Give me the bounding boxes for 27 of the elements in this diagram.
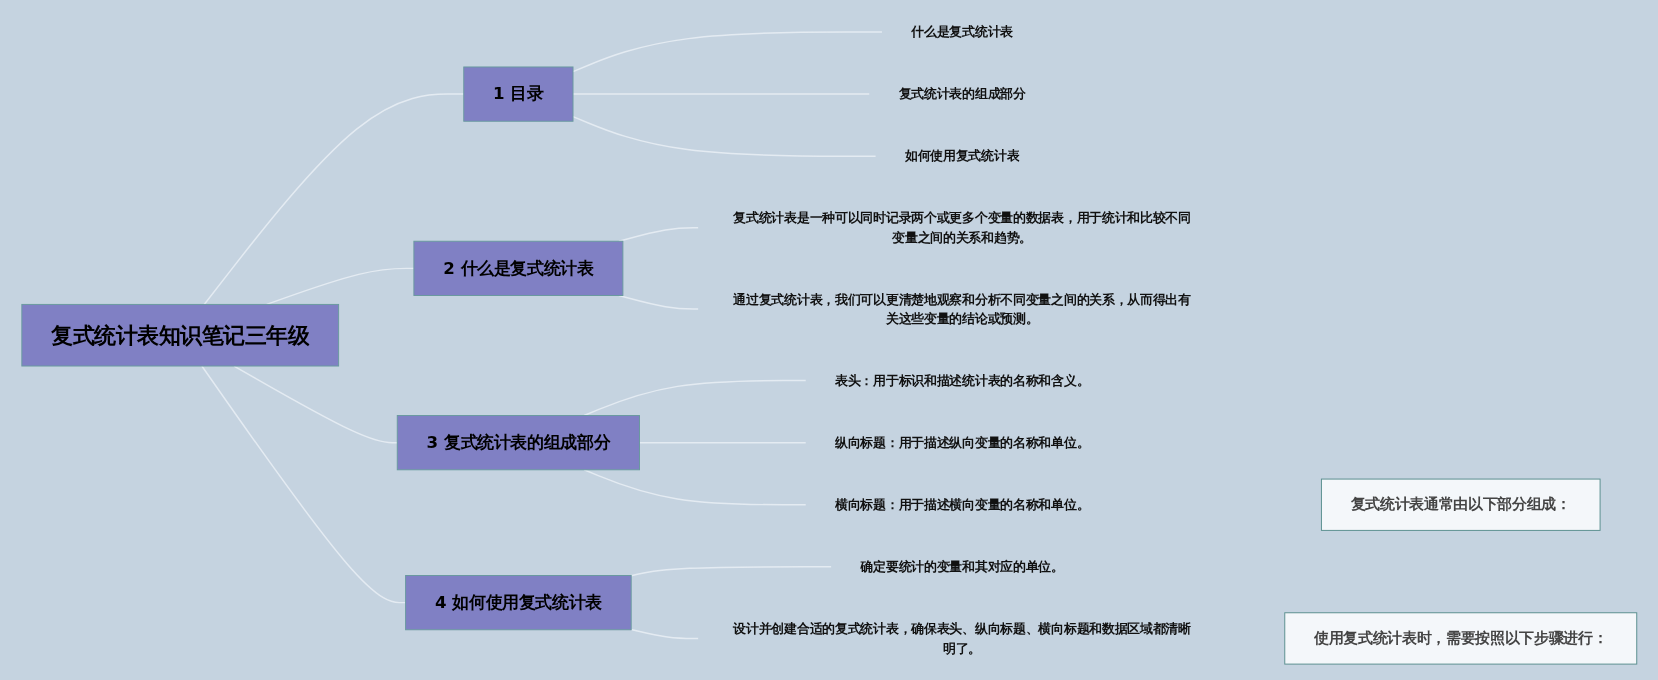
connector <box>630 566 832 577</box>
node-box: 使用复式统计表时，需要按照以下步骤进行： <box>1284 612 1637 665</box>
node-box: 2 什么是复式统计表 <box>413 240 624 296</box>
connector <box>203 93 465 306</box>
node-text: 横向标题：用于描述横向变量的名称和单位。 <box>834 497 1089 512</box>
node-box: 复式统计表通常由以下部分组成： <box>1320 478 1601 531</box>
node-text: 什么是复式统计表 <box>911 24 1013 40</box>
node-text: 纵向标题：用于描述纵向变量的名称和单位。 <box>834 435 1089 450</box>
node-box: 3 复式统计表的组成部分 <box>396 415 640 471</box>
connector <box>571 115 877 157</box>
connector <box>200 365 407 604</box>
connector <box>583 379 807 417</box>
node-text: 设计并创建合适的复式统计表，确保表头、纵向标题、横向标题和数据区域都清晰明了。 <box>733 621 1191 656</box>
connector <box>583 469 807 506</box>
node-text: 复式统计表的组成部分 <box>898 86 1026 102</box>
node-box: 复式统计表知识笔记三年级 <box>21 303 339 367</box>
node-text: 表头：用于标识和描述统计表的名称和含义。 <box>834 372 1089 388</box>
node-text: 如何使用复式统计表 <box>904 148 1020 164</box>
node-text: 通过复式统计表，我们可以更清楚地观察和分析不同变量之间的关系，从而得出有关这些变量的结论或预测。 <box>733 291 1191 326</box>
connector <box>630 628 699 640</box>
connector <box>617 227 699 242</box>
node-box: 4 如何使用复式统计表 <box>404 575 632 631</box>
node-box: 1 目录 <box>462 66 574 122</box>
connector <box>233 365 398 444</box>
node-text: 复式统计表是一种可以同时记录两个或更多个变量的数据表，用于统计和比较不同变量之间的关系和趋势。 <box>733 210 1191 245</box>
connector <box>571 31 883 73</box>
node-text: 确定要统计的变量和其对应的单位。 <box>860 559 1064 574</box>
